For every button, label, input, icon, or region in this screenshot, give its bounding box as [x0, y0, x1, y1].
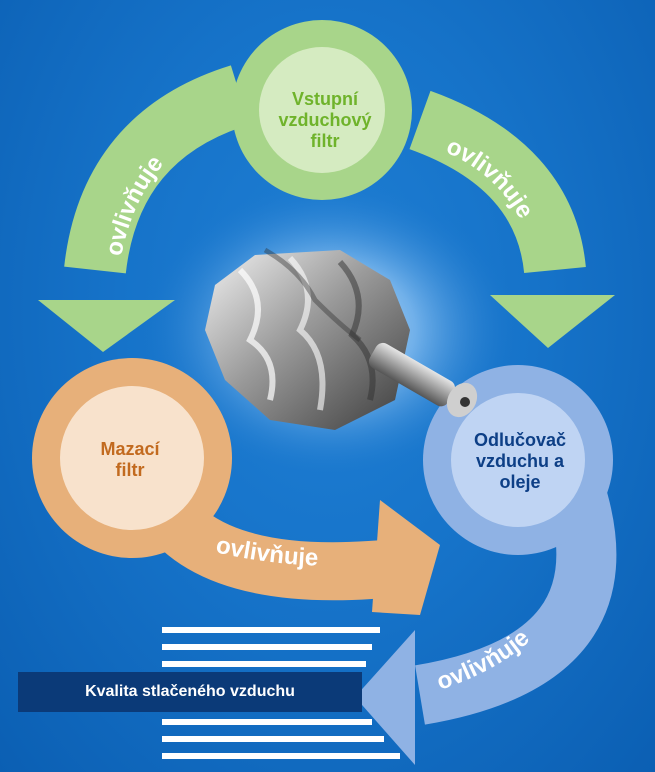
lube-line-2: filtr: [115, 460, 145, 480]
line-1: [162, 627, 380, 633]
separator-line-2: vzduchu a: [475, 450, 564, 471]
intake-filter-node: [232, 20, 412, 200]
intake-line-1: Vstupní: [292, 88, 358, 109]
line-4: [162, 719, 372, 725]
line-5: [162, 736, 384, 742]
separator-label: Odlučovač vzduchu a oleje: [450, 425, 590, 497]
line-2: [162, 644, 372, 650]
decorative-lines: [162, 627, 400, 759]
arrow-right-green: [409, 90, 615, 348]
intake-line-2: vzduchový: [278, 109, 372, 130]
separator-node: [423, 365, 613, 555]
arrow-lower-right-blue: [355, 480, 617, 765]
lube-filter-label: Mazací filtr: [60, 430, 200, 490]
lube-line-1: Mazací: [100, 439, 160, 459]
screw-rotor-image: [205, 247, 478, 430]
air-quality-label: Kvalita stlačeného vzduchu: [85, 683, 295, 700]
separator-line-3: oleje: [499, 471, 541, 492]
lube-filter-node: [32, 358, 232, 558]
line-3: [162, 661, 366, 667]
separator-line-1: Odlučovač: [473, 429, 567, 450]
intake-line-3: filtr: [310, 130, 340, 151]
intake-filter-label: Vstupní vzduchový filtr: [255, 85, 395, 155]
arrow-left-green: [38, 65, 250, 352]
line-6: [162, 753, 400, 759]
air-quality-box: Kvalita stlačeného vzduchu: [18, 672, 362, 712]
